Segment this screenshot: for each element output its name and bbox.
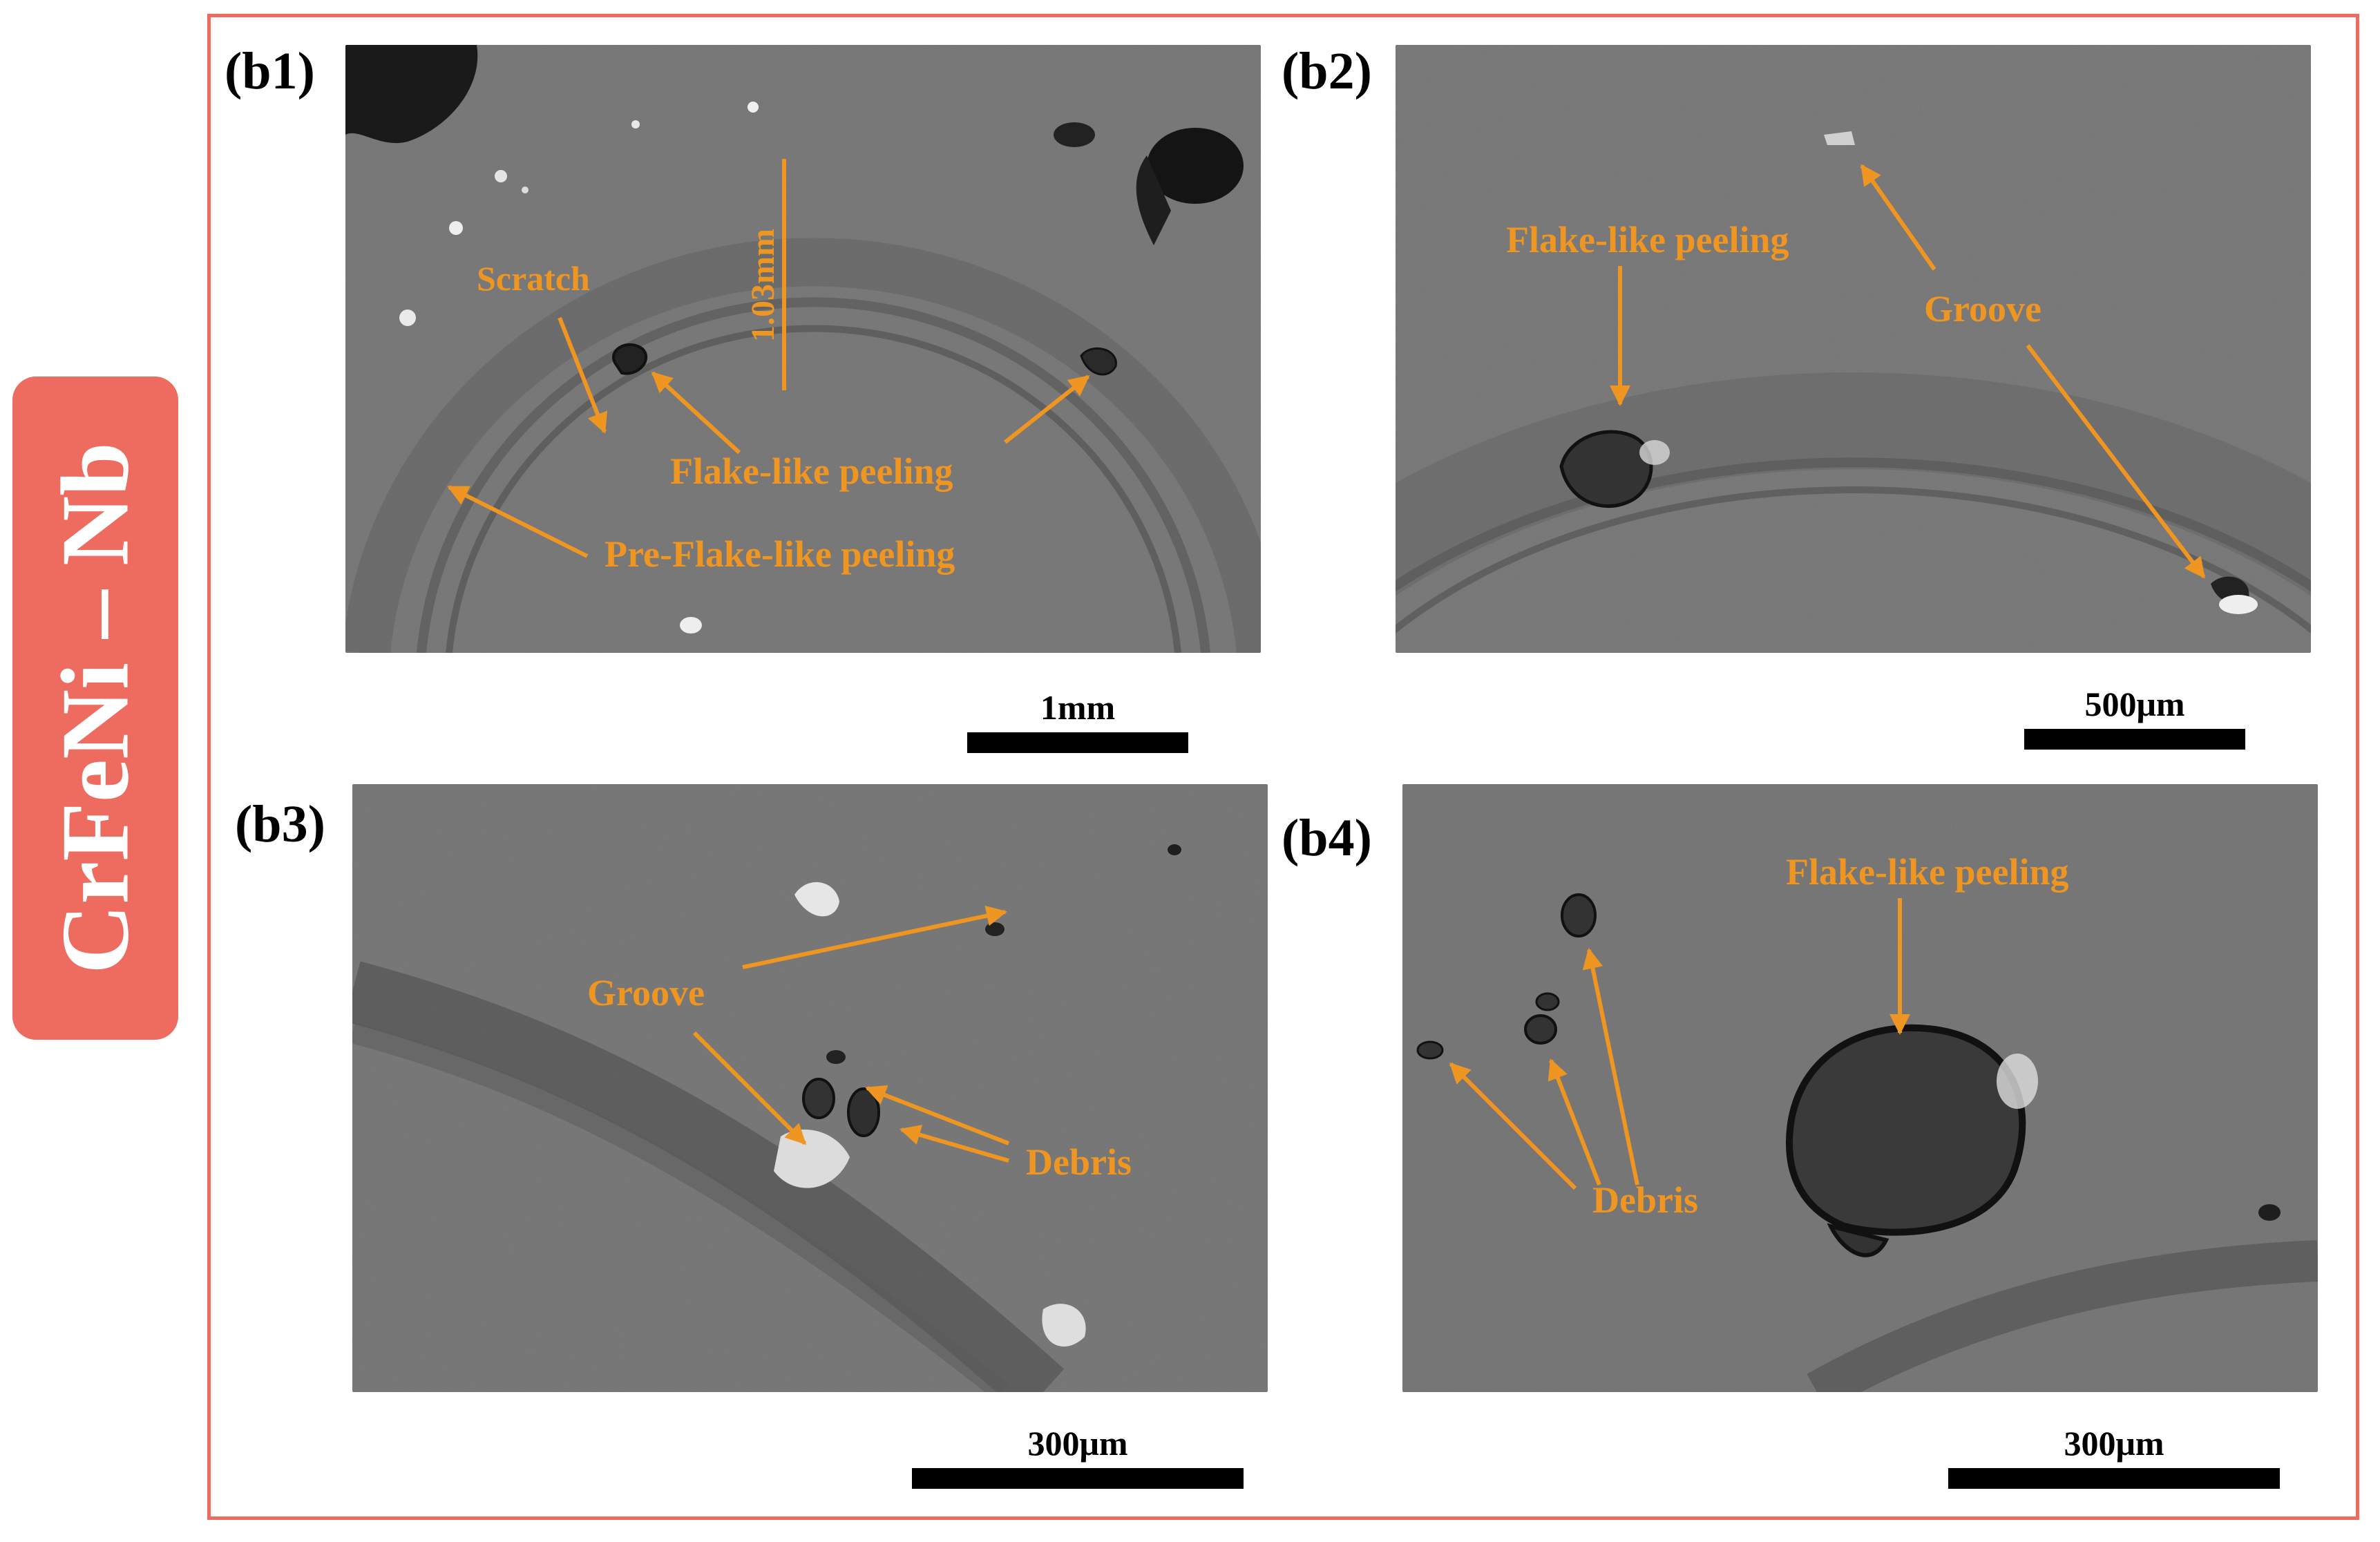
debris-label-b3: Debris bbox=[1026, 1141, 1132, 1183]
scratch-label: Scratch bbox=[477, 259, 590, 298]
groove-arrow-bottom-b3 bbox=[692, 1031, 807, 1145]
flake-peeling-arrow-right bbox=[1004, 374, 1090, 444]
debris-label-b4: Debris bbox=[1592, 1179, 1698, 1221]
panel-tag-b3: (b3) bbox=[235, 795, 325, 853]
groove-label-b2: Groove bbox=[1924, 288, 2041, 330]
debris-arrow-left-b4 bbox=[1449, 1062, 1577, 1190]
panel-tag-b4: (b4) bbox=[1282, 809, 1372, 867]
scale-bar-b3 bbox=[912, 1468, 1244, 1489]
figure-frame bbox=[207, 14, 2359, 1520]
panel-tag-b1: (b1) bbox=[225, 42, 315, 100]
micrograph-b4: Flake-like peeling Debris bbox=[1402, 784, 2318, 1392]
groove-arrow-bottom-b2 bbox=[2026, 344, 2206, 579]
flake-peeling-arrow-left bbox=[651, 371, 741, 455]
scale-bar-b1 bbox=[967, 732, 1188, 753]
scale-label-b4: 300μm bbox=[2064, 1424, 2164, 1463]
scale-label-b3: 300μm bbox=[1027, 1424, 1128, 1463]
flake-peeling-label-b4: Flake-like peeling bbox=[1786, 851, 2068, 893]
composition-label: CrFeNi – Nb bbox=[41, 442, 149, 974]
debris-arrow-middle-b4 bbox=[1548, 1058, 1601, 1186]
composition-label-badge: CrFeNi – Nb bbox=[12, 377, 178, 1040]
groove-arrow-top-b3 bbox=[742, 905, 1007, 969]
flake-peeling-label: Flake-like peeling bbox=[670, 450, 953, 492]
scale-label-b2: 500μm bbox=[2084, 685, 2185, 723]
groove-label-b3: Groove bbox=[587, 972, 705, 1013]
scale-bar-b4 bbox=[1948, 1468, 2280, 1489]
flake-peeling-label-b2: Flake-like peeling bbox=[1506, 219, 1789, 260]
micrograph-b3: Groove Debris bbox=[352, 784, 1268, 1392]
debris-arrow-top-b3 bbox=[865, 1085, 1010, 1145]
scratch-arrow bbox=[558, 316, 608, 434]
micrograph-b1: 1.03mm Scratch Flake-like peeling Pre-Fl… bbox=[345, 45, 1261, 653]
panel-tag-b2: (b2) bbox=[1282, 42, 1372, 100]
groove-arrow-top-b2 bbox=[1860, 164, 1936, 271]
scale-label-b1: 1mm bbox=[1040, 688, 1116, 727]
pre-flake-peeling-arrow bbox=[447, 485, 589, 558]
debris-arrow-bottom-b3 bbox=[899, 1125, 1009, 1163]
debris-arrow-right-b4 bbox=[1582, 948, 1639, 1186]
micrograph-b2: Flake-like peeling Groove bbox=[1396, 45, 2311, 653]
pre-flake-peeling-label: Pre-Flake-like peeling bbox=[604, 533, 955, 575]
scale-bar-b2 bbox=[2024, 729, 2245, 750]
width-label: 1.03mm bbox=[745, 229, 781, 342]
